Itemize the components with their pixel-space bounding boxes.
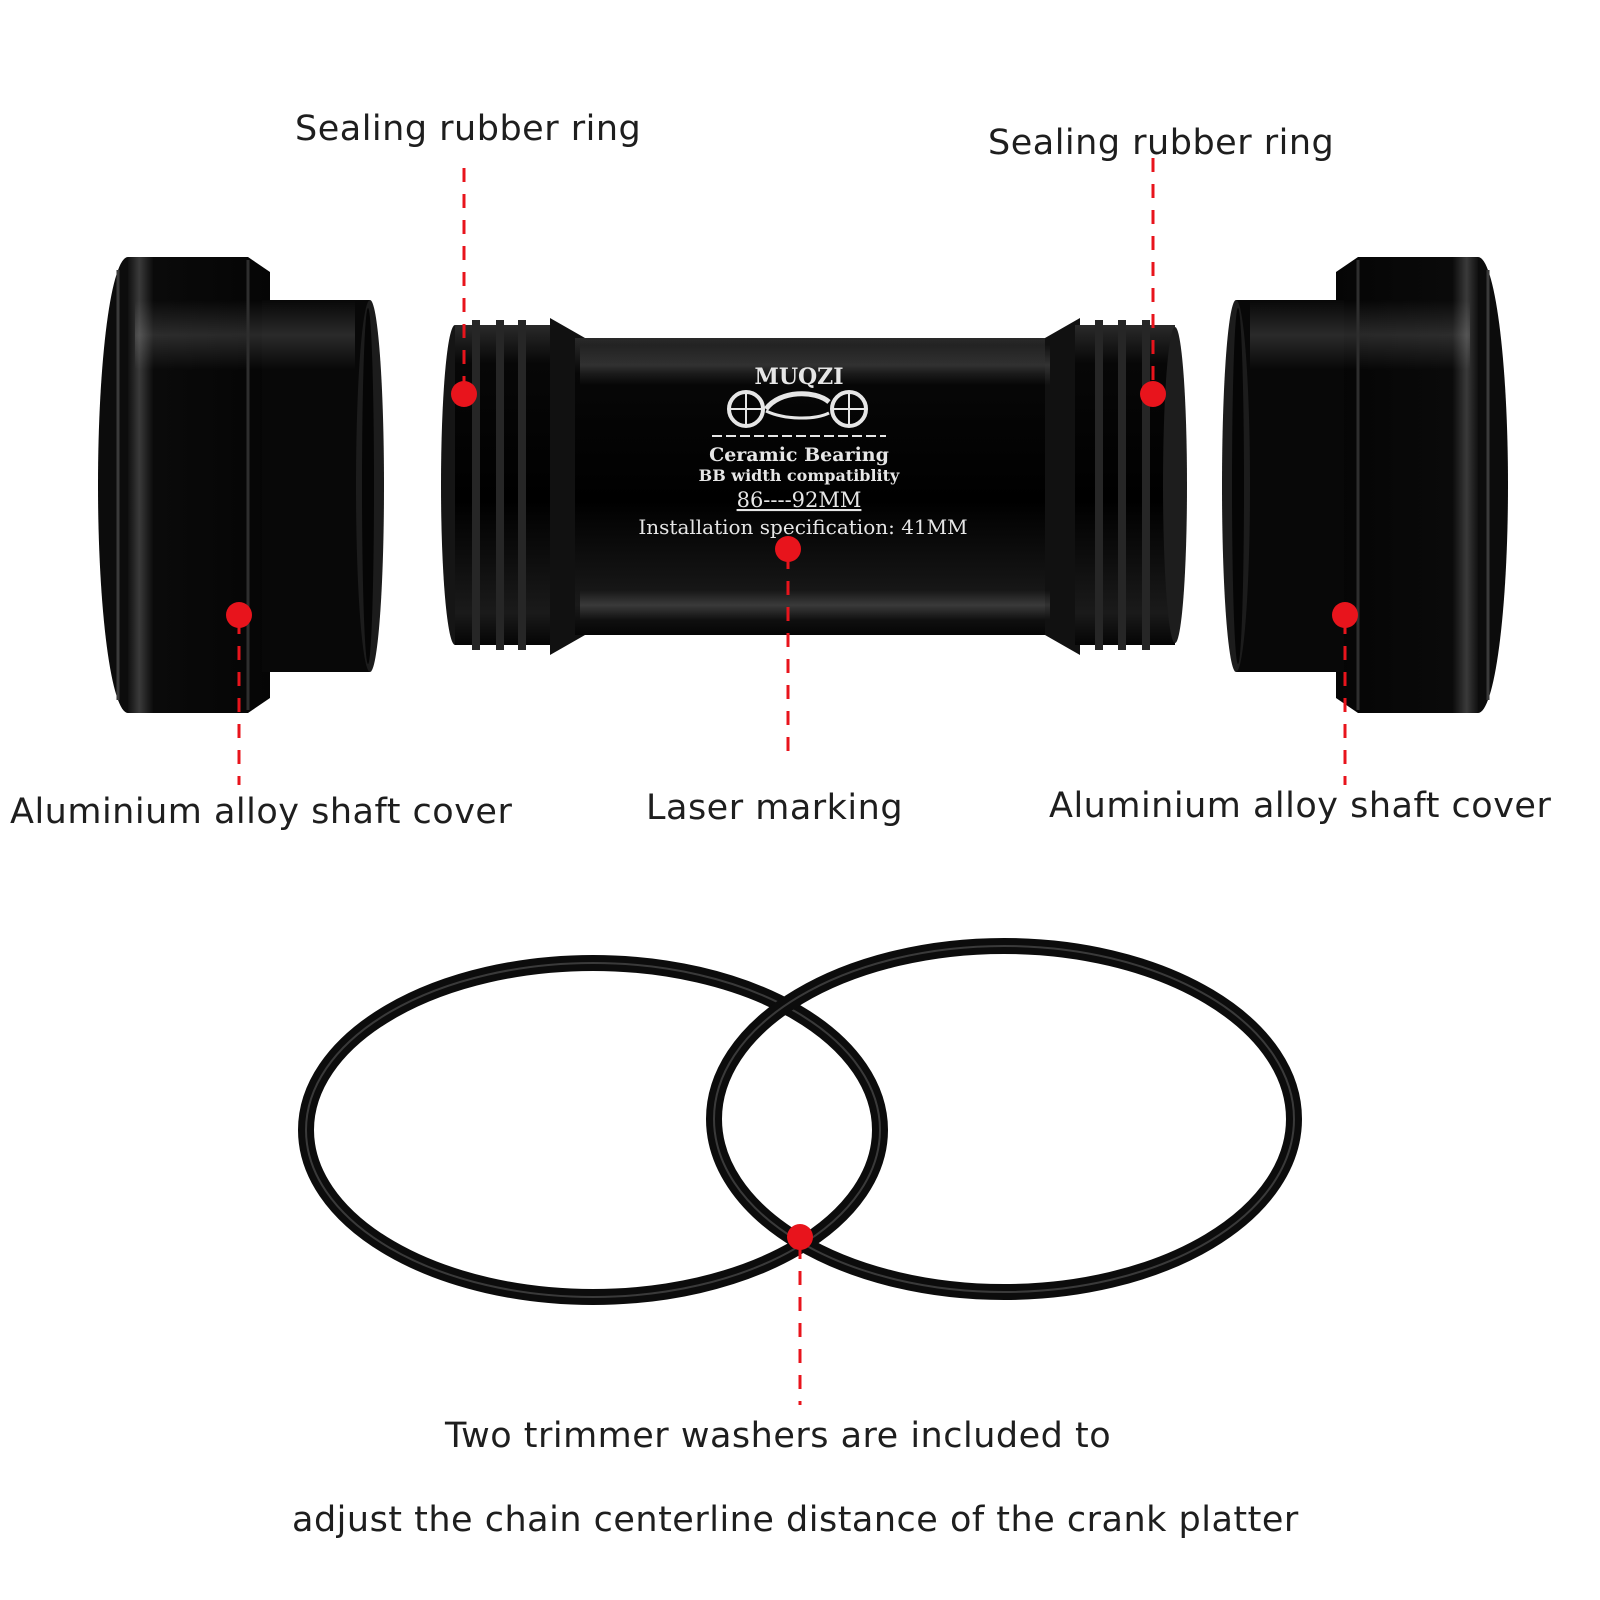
trimmer-washers — [298, 938, 1302, 1305]
marker-dot — [451, 381, 477, 407]
bottom-bracket-body — [441, 318, 1187, 655]
markers — [226, 381, 1358, 1250]
label-washers-line-2: adjust the chain centerline distance of … — [292, 1500, 1299, 1540]
marker-dot — [775, 536, 801, 562]
marking-line-3: 86----92MM — [737, 488, 862, 512]
marker-dot — [787, 1224, 813, 1250]
laser-marking-text: MUQZI Ceramic Bearing BB width compatibl… — [638, 364, 967, 539]
label-sealing-ring-left: Sealing rubber ring — [295, 109, 642, 149]
label-washers-line-1: Two trimmer washers are included to — [445, 1416, 1112, 1456]
marking-brand: MUQZI — [754, 364, 843, 390]
label-shaft-cover-left: Aluminium alloy shaft cover — [10, 792, 513, 832]
bike-logo-icon — [712, 390, 886, 437]
label-laser-marking: Laser marking — [646, 788, 904, 828]
label-sealing-ring-right: Sealing rubber ring — [988, 123, 1335, 163]
marker-dot — [226, 602, 252, 628]
leader-lines — [237, 158, 1347, 1405]
marker-dot — [1332, 602, 1358, 628]
left-shaft-cover — [98, 257, 384, 713]
marking-line-4: Installation specification: 41MM — [638, 515, 967, 539]
marker-dot — [1140, 381, 1166, 407]
marking-line-2: BB width compatiblity — [699, 466, 900, 485]
marking-line-1: Ceramic Bearing — [709, 444, 889, 466]
label-shaft-cover-right: Aluminium alloy shaft cover — [1049, 786, 1552, 826]
right-shaft-cover — [1222, 257, 1508, 713]
